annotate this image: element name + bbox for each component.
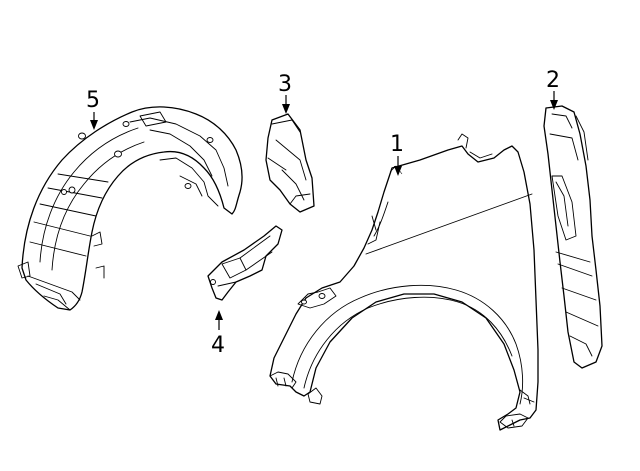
part-3-insulator: [265, 113, 315, 213]
callout-4: 4: [211, 333, 225, 358]
callout-1: 1: [390, 132, 404, 157]
callout-5: 5: [86, 88, 100, 113]
leader-lines: [90, 91, 558, 330]
part-5-fender-liner: [17, 106, 243, 311]
part-4-bracket: [207, 225, 283, 301]
part-2-trim-panel: [543, 105, 603, 369]
callout-3: 3: [278, 72, 292, 97]
callout-2: 2: [546, 68, 560, 93]
part-1-front-fender: [269, 133, 539, 431]
